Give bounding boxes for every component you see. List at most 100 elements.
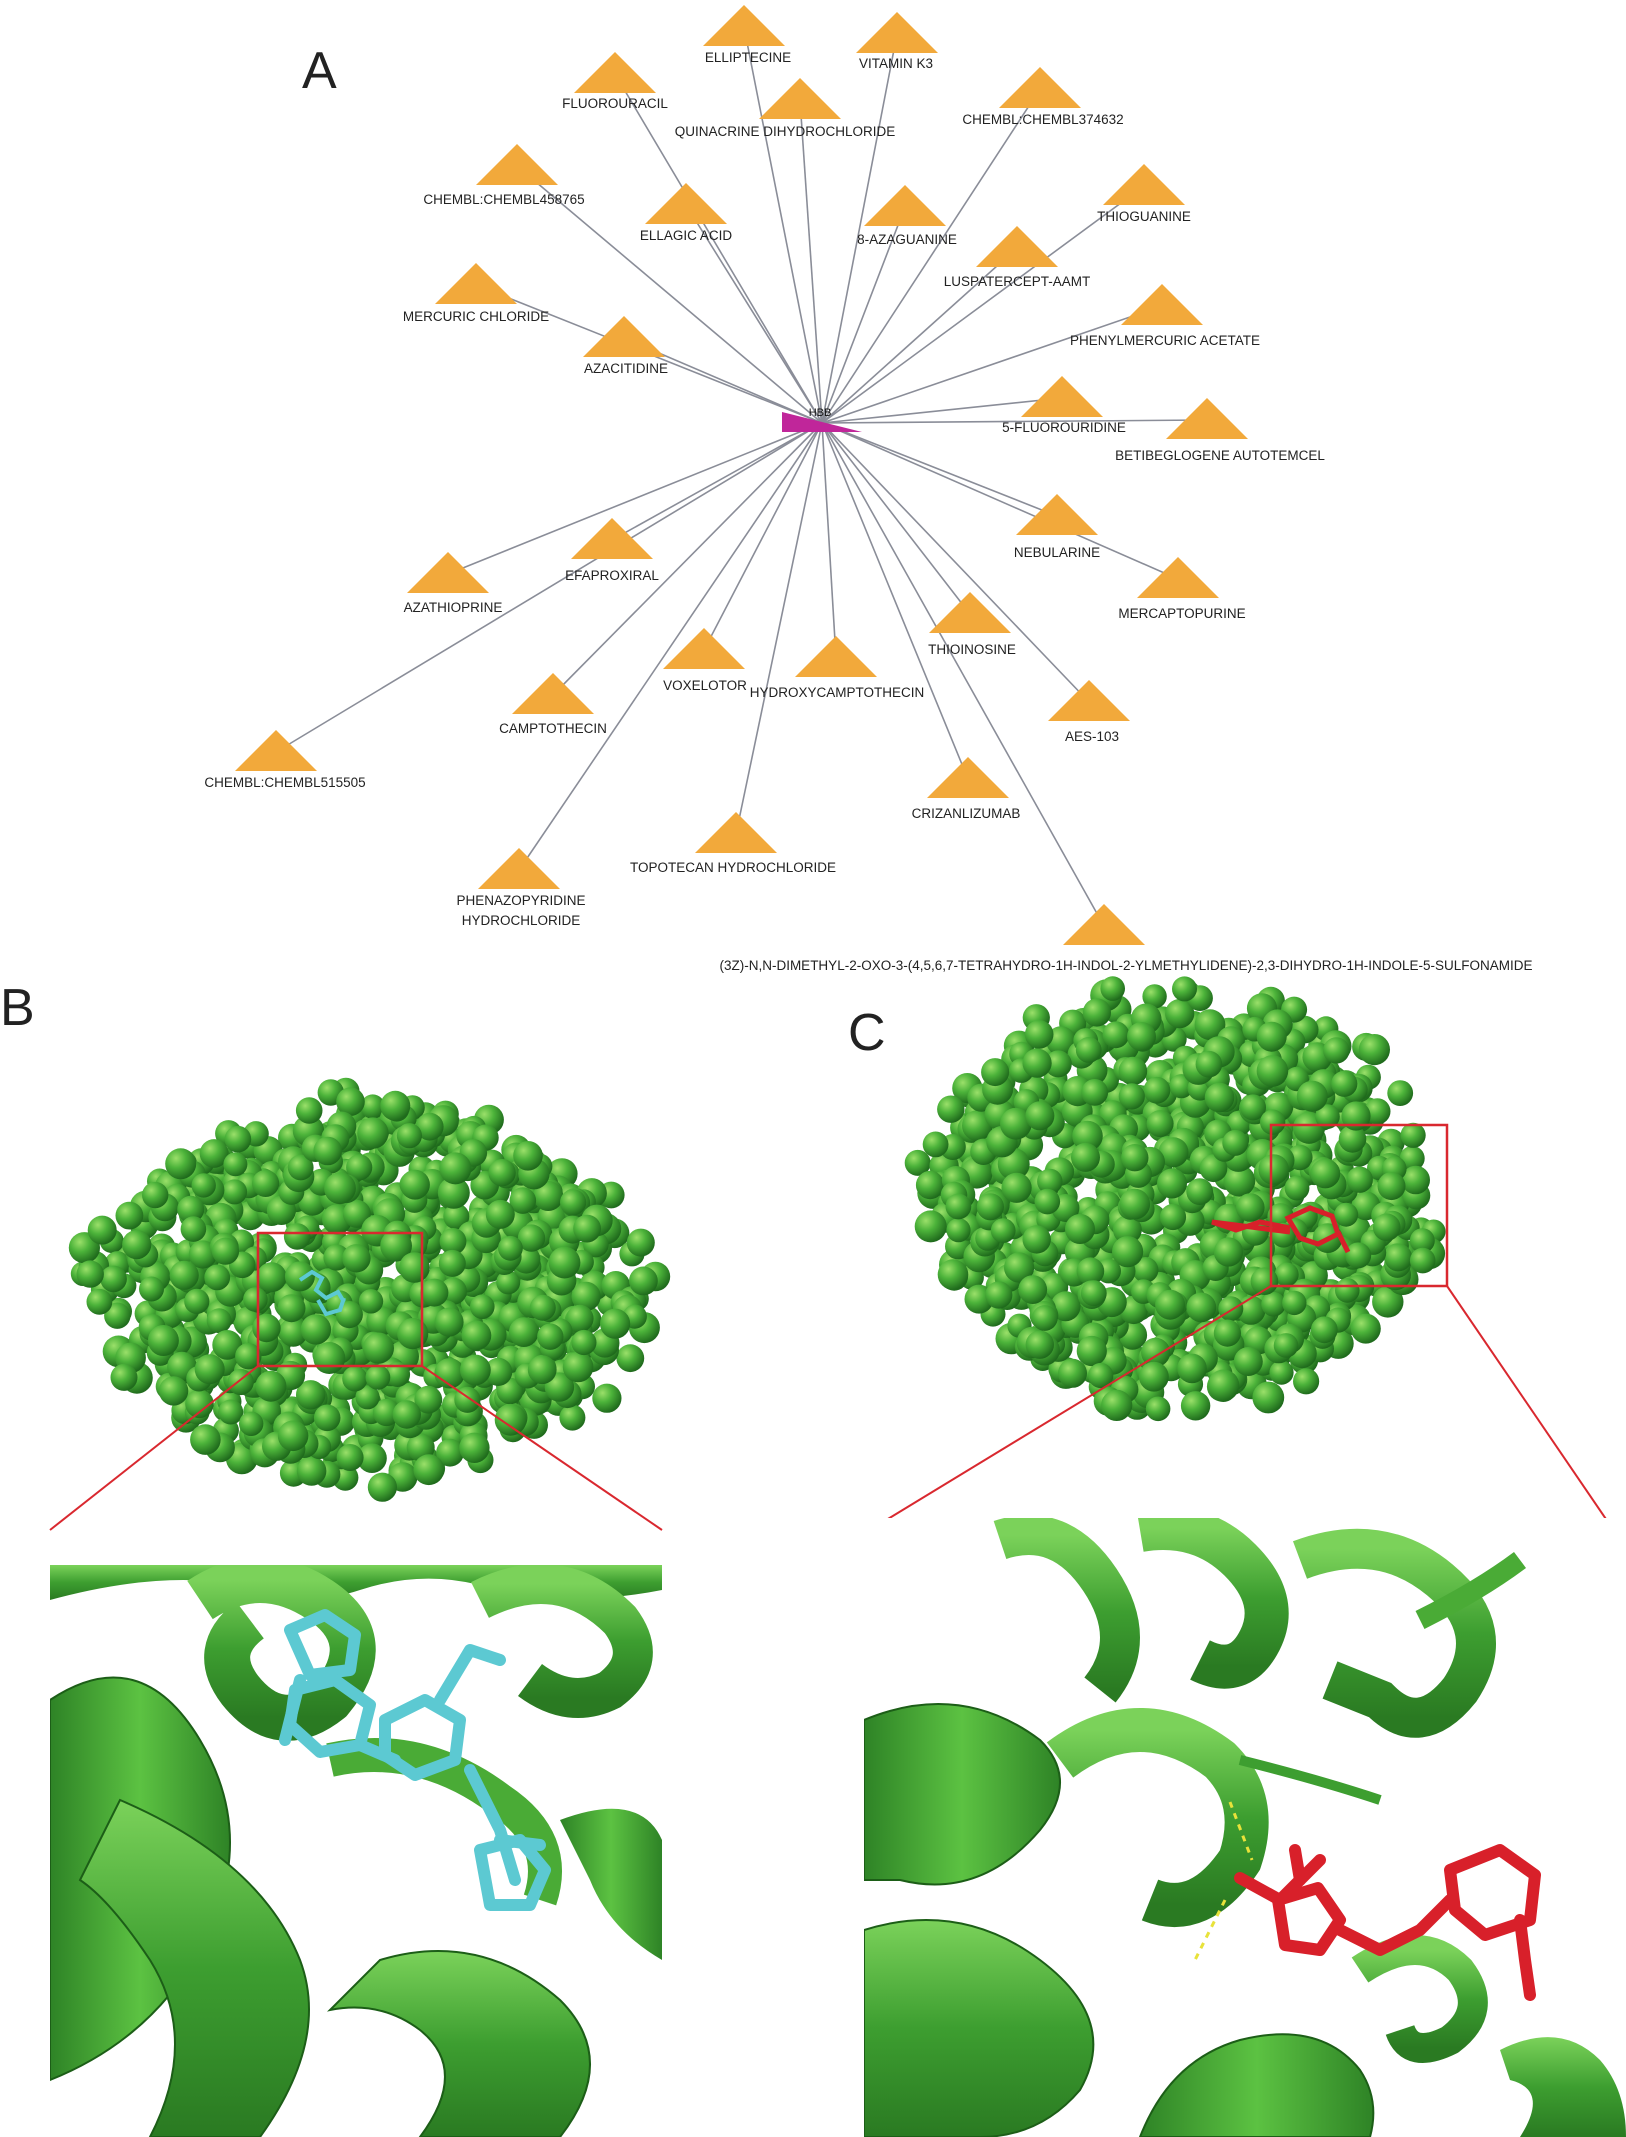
panel-c-atom-sphere [1172, 976, 1197, 1002]
drug-node-indole-sulfonamide[interactable]: (3Z)-N,N-DIMETHYL-2-OXO-3-(4,5,6,7-TETRA… [719, 904, 1533, 973]
edge-voxelotor [703, 422, 823, 651]
panel-c-atom-sphere [1177, 1353, 1207, 1384]
drug-node-quinacrine[interactable]: QUINACRINE DIHYDROCHLORIDE [675, 78, 896, 139]
panel-c-atom-sphere [1155, 1289, 1186, 1320]
drug-node-mercaptopurine[interactable]: MERCAPTOPURINE [1118, 557, 1246, 621]
drug-node-luspatercept[interactable]: LUSPATERCEPT-AAMT [944, 226, 1091, 289]
drug-label-line2: HYDROCHLORIDE [462, 913, 581, 928]
drug-node-camptothecin[interactable]: CAMPTOTHECIN [499, 673, 607, 736]
zoom-line-b-right [421, 1365, 663, 1531]
drug-node-ellagic-acid[interactable]: ELLAGIC ACID [640, 183, 733, 243]
drug-triangle [1021, 376, 1103, 417]
panel-c-atom-sphere [914, 1210, 947, 1243]
drug-label: FLUOROURACIL [562, 96, 668, 111]
drug-node-chembl374632[interactable]: CHEMBL:CHEMBL374632 [962, 67, 1124, 127]
panel-c-atom-sphere [1358, 1034, 1390, 1066]
docking-panel-b: B [0, 979, 671, 2137]
network-nodes: ELLIPTECINE VITAMIN K3 FLUOROURACIL QUINACR… [204, 5, 1533, 973]
panel-b-atom-sphere [313, 1404, 341, 1432]
panel-c-atom-sphere [1024, 1020, 1054, 1049]
drug-triangle [574, 52, 656, 93]
panel-c-atom-sphere [1022, 1048, 1052, 1078]
panel-b-atom-sphere [498, 1235, 523, 1261]
drug-node-efaproxiral[interactable]: EFAPROXIRAL [565, 518, 659, 583]
panel-b-atom-sphere [287, 1154, 314, 1181]
panel-b-atom-sphere [283, 1223, 311, 1250]
drug-label: 8-AZAGUANINE [857, 232, 957, 247]
panel-b-atom-sphere [277, 1294, 306, 1323]
panel-b-atom-sphere [508, 1317, 539, 1347]
drug-node-crizanlizumab[interactable]: CRIZANLIZUMAB [912, 757, 1021, 821]
panel-b-atom-sphere [300, 1314, 332, 1345]
drug-node-azacitidine[interactable]: AZACITIDINE [583, 316, 668, 376]
panel-b-atom-sphere [396, 1123, 422, 1149]
drug-node-nebularine[interactable]: NEBULARINE [1014, 494, 1100, 560]
drug-node-topotecan[interactable]: TOPOTECAN HYDROCHLORIDE [630, 812, 836, 875]
panel-c-atom-sphere [1282, 1290, 1307, 1316]
drug-node-hydroxycamptothecin[interactable]: HYDROXYCAMPTOTHECIN [750, 636, 925, 700]
drug-node-thioguanine[interactable]: THIOGUANINE [1097, 164, 1191, 224]
panel-c-atom-sphere [1088, 1362, 1114, 1389]
panel-c-atom-sphere [1213, 1319, 1241, 1347]
panel-c-atom-sphere [1065, 1214, 1095, 1244]
drug-node-8-azaguanine[interactable]: 8-AZAGUANINE [857, 185, 957, 247]
drug-node-chembl458765[interactable]: CHEMBL:CHEMBL458765 [423, 144, 585, 207]
drug-node-voxelotor[interactable]: VOXELOTOR [663, 628, 747, 693]
panel-b-atom-sphere [360, 1094, 385, 1119]
drug-node-phenylmercuric-acetate[interactable]: PHENYLMERCURIC ACETATE [1070, 284, 1260, 348]
panel-b-atom-sphere [488, 1159, 516, 1187]
panel-c-atom-sphere [1101, 1389, 1133, 1421]
panel-c-atom-sphere [937, 1095, 965, 1123]
panel-b-atom-sphere [336, 1444, 364, 1471]
panel-c-atom-sphere [1284, 1175, 1310, 1201]
panel-b-atom-sphere [342, 1366, 368, 1392]
zoom-line-c-right [1446, 1285, 1611, 1526]
panel-c-atom-sphere [1252, 1381, 1285, 1414]
drug-node-ellipticine[interactable]: ELLIPTECINE [703, 5, 791, 65]
drug-node-chembl515505[interactable]: CHEMBL:CHEMBL515505 [204, 730, 366, 790]
drug-node-fluorouracil[interactable]: FLUOROURACIL [562, 52, 668, 111]
edge-aes-103 [821, 422, 1090, 703]
drug-node-5-fluorouridine[interactable]: 5-FLUOROURIDINE [1002, 376, 1126, 435]
panel-c-atom-sphere [1143, 1076, 1171, 1104]
drug-node-mercuric-chloride[interactable]: MERCURIC CHLORIDE [403, 263, 549, 324]
drug-label: MERCAPTOPURINE [1118, 606, 1245, 621]
panel-c-atom-sphere [1001, 1172, 1032, 1203]
drug-label: VITAMIN K3 [859, 56, 933, 71]
panel-b-atom-sphere [313, 1136, 343, 1166]
drug-triangle [1166, 398, 1248, 439]
panel-b-atom-sphere [115, 1201, 144, 1230]
drug-node-vitamin-k3[interactable]: VITAMIN K3 [856, 12, 938, 71]
panel-b-letter: B [0, 979, 35, 1037]
panel-b-atom-sphere [194, 1354, 225, 1385]
hub-node-hbb[interactable]: HBB [782, 407, 862, 432]
panel-c-atom-sphere [1158, 1137, 1189, 1168]
drug-node-thioinosine[interactable]: THIOINOSINE [928, 592, 1016, 657]
panel-c-atom-sphere [1338, 1125, 1367, 1153]
panel-c-atom-sphere [1146, 1110, 1174, 1138]
panel-c-atom-sphere [1377, 1172, 1406, 1201]
panel-c-atom-sphere [1180, 1391, 1211, 1421]
drug-node-aes-103[interactable]: AES-103 [1048, 680, 1130, 744]
drug-triangle [435, 263, 517, 304]
panel-c-atom-sphere [1274, 1262, 1299, 1287]
panel-c-atom-sphere [1204, 1082, 1235, 1113]
drug-triangle [1103, 164, 1185, 205]
drug-triangle [583, 316, 665, 357]
panel-b-atom-sphere [372, 1398, 401, 1427]
panel-c-atom-sphere [1350, 1313, 1381, 1344]
drug-triangle [856, 12, 938, 53]
panel-c-atom-sphere [1218, 1296, 1244, 1322]
hbond-dashes-c [1193, 1801, 1254, 1961]
drug-triangle [407, 552, 489, 593]
edge-thioinosine [821, 422, 971, 615]
panel-c-atom-sphere [1261, 1291, 1286, 1317]
drug-triangle [999, 67, 1081, 108]
panel-c-atom-sphere [1139, 1361, 1169, 1392]
edge-camptothecin [552, 422, 823, 696]
drug-node-azathioprine[interactable]: AZATHIOPRINE [404, 552, 503, 615]
panel-b-atom-sphere [235, 1343, 262, 1370]
drug-node-betibeglogene[interactable]: BETIBEGLOGENE AUTOTEMCEL [1115, 398, 1325, 463]
hub-triangle [782, 412, 862, 432]
